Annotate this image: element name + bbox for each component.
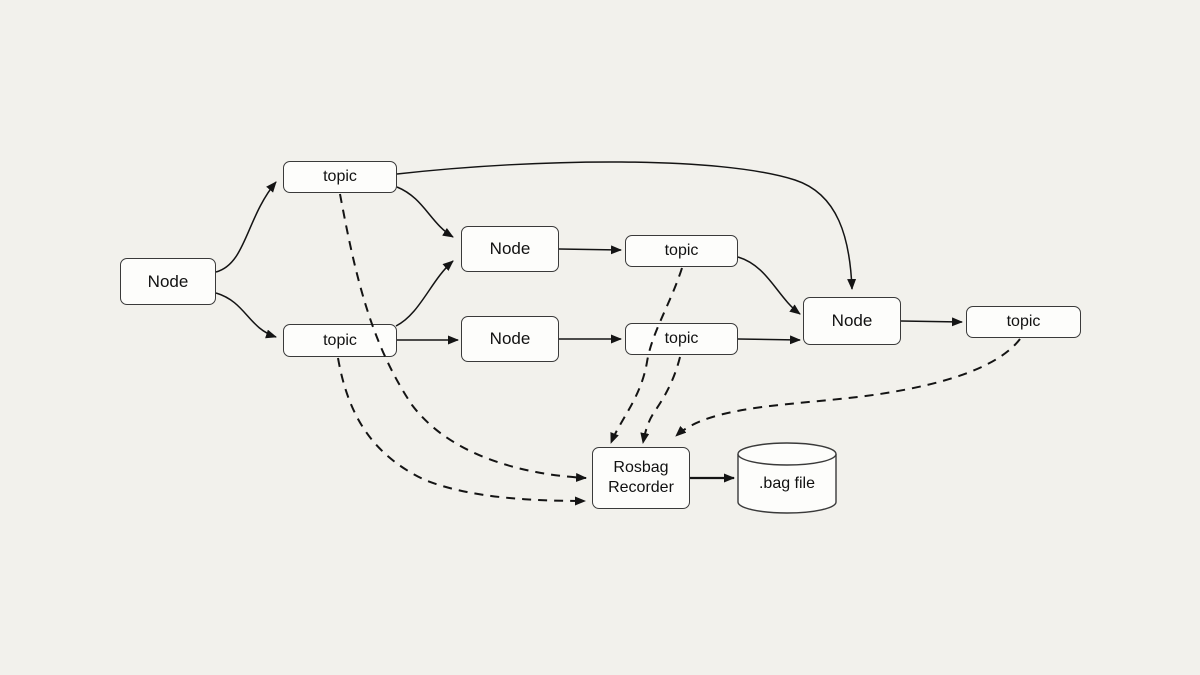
topic-lower-mid-label: topic <box>664 330 699 347</box>
edge-topic-lower-mid-to-node-right <box>737 335 801 345</box>
node-lower-mid-box: Node <box>461 316 559 362</box>
edge-node-left-to-topic-mid-left <box>215 292 277 339</box>
node-upper-mid-box: Node <box>461 226 559 272</box>
node-right-box: Node <box>803 297 901 345</box>
node-left-box: Node <box>120 258 216 305</box>
node-right-label: Node <box>831 311 873 330</box>
topic-right-label: topic <box>1006 313 1041 330</box>
edge-topic-top-to-node-upper-mid <box>396 186 454 238</box>
edge-node-left-to-topic-top <box>215 181 277 273</box>
rosbag-recorder-label: Rosbag Recorder <box>608 459 674 496</box>
edge-node-upper-mid-to-topic-upper-mid <box>558 245 622 255</box>
topic-mid-left-label: topic <box>323 331 357 349</box>
node-left-label: Node <box>147 271 189 291</box>
topic-mid-left-box: topic <box>283 324 397 357</box>
topic-top-box: topic <box>283 161 397 193</box>
node-upper-mid-label: Node <box>489 239 531 258</box>
bag-file-cylinder <box>737 442 837 514</box>
topic-upper-mid-label: topic <box>664 242 699 259</box>
edge-node-right-to-topic-right <box>900 317 963 327</box>
rosbag-recorder-box: Rosbag Recorder <box>592 447 690 509</box>
edge-topic-upper-mid-to-rosbag-recorder <box>610 267 683 444</box>
bag-file-label: .bag file <box>758 475 816 492</box>
edge-topic-mid-left-to-node-upper-mid <box>395 260 454 327</box>
edge-topic-upper-mid-to-node-right <box>737 256 801 315</box>
topic-lower-mid-box: topic <box>625 323 738 355</box>
topic-upper-mid-box: topic <box>625 235 738 267</box>
edge-topic-mid-left-to-rosbag-recorder <box>337 357 586 506</box>
node-lower-mid-label: Node <box>489 329 531 348</box>
topic-right-box: topic <box>966 306 1081 338</box>
topic-top-label: topic <box>323 168 357 185</box>
edge-topic-lower-mid-to-rosbag-recorder <box>640 356 681 444</box>
